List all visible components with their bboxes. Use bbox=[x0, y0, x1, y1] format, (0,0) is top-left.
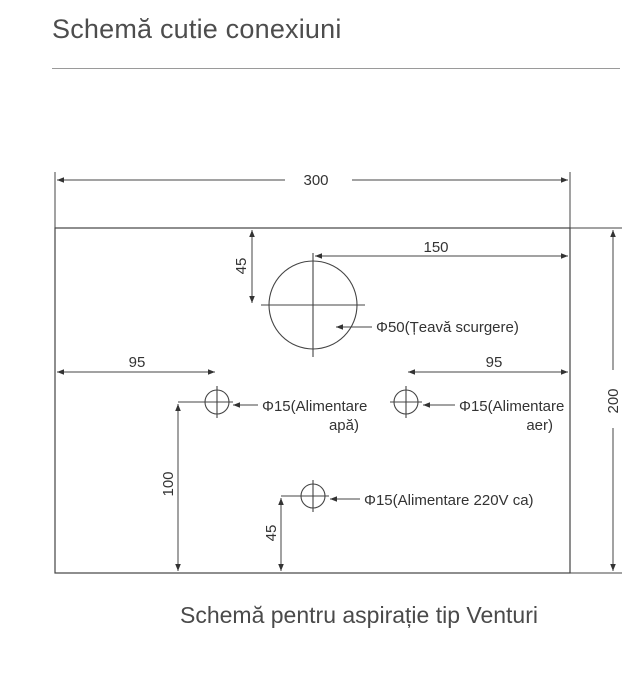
drain-pipe-label: Φ50(Țeavă scurgere) bbox=[376, 319, 519, 336]
power-supply-hole bbox=[297, 480, 329, 512]
water-label-line1: Φ15(Alimentare bbox=[262, 398, 367, 415]
power-offset-bottom-label: 45 bbox=[263, 525, 280, 542]
power-label: Φ15(Alimentare 220V ca) bbox=[364, 492, 534, 509]
page-title: Schemă cutie conexiuni bbox=[52, 14, 342, 44]
water-supply-hole bbox=[201, 386, 233, 418]
drain-pipe-hole bbox=[261, 253, 365, 357]
width-dimension-label: 300 bbox=[303, 172, 328, 189]
air-supply-hole bbox=[390, 386, 422, 418]
diagram-caption: Schemă pentru aspirație tip Venturi bbox=[180, 602, 538, 628]
air-label-line2: aer) bbox=[526, 417, 553, 434]
air-label-line1: Φ15(Alimentare bbox=[459, 398, 564, 415]
water-label-line2: apă) bbox=[329, 417, 359, 434]
width-dimension bbox=[54, 172, 571, 228]
title-divider bbox=[52, 68, 620, 69]
air-offset-right-label: 95 bbox=[486, 354, 503, 371]
water-offset-bottom-dimension bbox=[175, 401, 205, 571]
power-offset-bottom-dimension bbox=[278, 495, 301, 571]
drain-offset-right-label: 150 bbox=[423, 239, 448, 256]
box-outline bbox=[54, 227, 571, 574]
water-offset-bottom-label: 100 bbox=[160, 471, 177, 496]
water-offset-left-label: 95 bbox=[129, 354, 146, 371]
height-dimension bbox=[570, 227, 622, 574]
height-dimension-label: 200 bbox=[605, 388, 622, 413]
drain-offset-top-label: 45 bbox=[233, 258, 250, 275]
